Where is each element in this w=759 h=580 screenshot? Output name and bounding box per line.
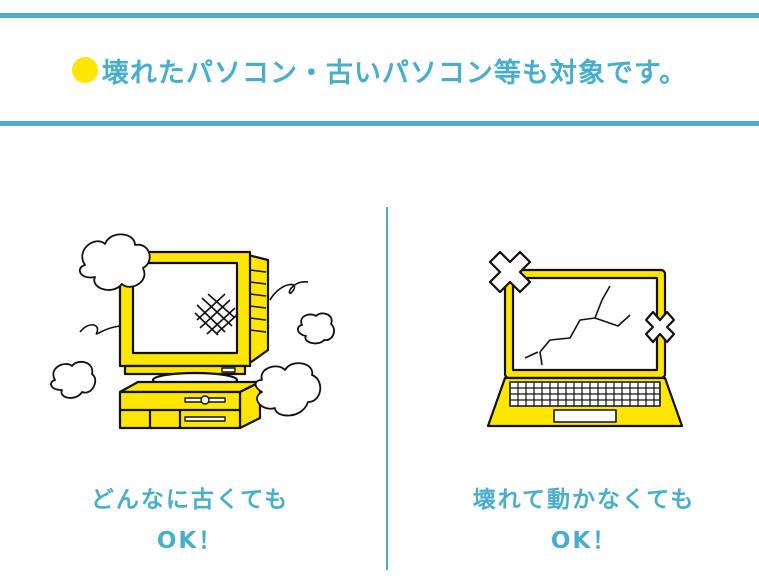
old-crt-computer-icon [50,233,335,430]
top-rule [0,13,759,18]
bullet-dot-icon [71,57,98,83]
caption-old-line2: OK！ [156,528,224,554]
broken-laptop-icon [486,250,684,428]
column-divider [386,207,388,570]
caption-broken-line1: 壊れて動かなくても [472,487,696,513]
caption-old: どんなに古くても OK！ [40,480,340,562]
banner: 壊れたパソコン・古いパソコン等も対象です。 [0,18,759,122]
caption-broken-line2: OK！ [550,528,618,554]
banner-title: 壊れたパソコン・古いパソコン等も対象です。 [101,57,688,89]
caption-old-line1: どんなに古くても [90,487,290,513]
bottom-rule [0,121,759,126]
caption-broken: 壊れて動かなくても OK！ [434,480,734,562]
